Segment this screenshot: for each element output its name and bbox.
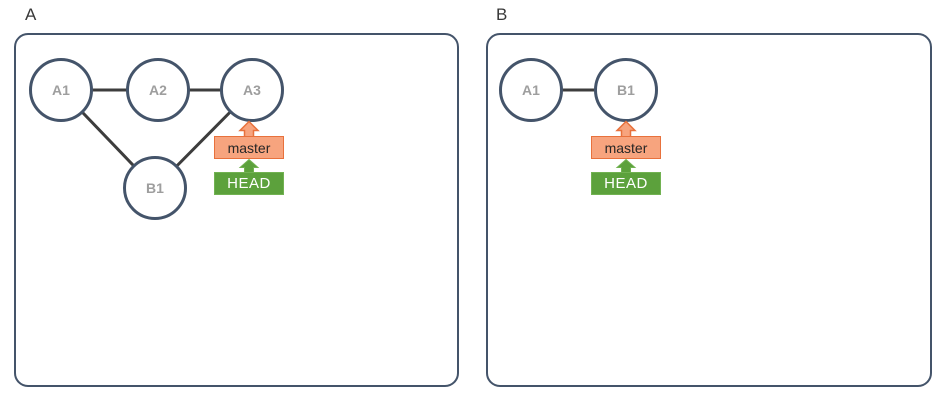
panel-b-label: B <box>496 5 508 24</box>
commit-node-label: A1 <box>522 82 540 98</box>
panel-b-frame: A1 B1 master HEAD <box>486 33 932 387</box>
commit-node-label: B1 <box>617 82 635 98</box>
master-branch-tag: master <box>591 136 661 159</box>
commit-node-a1: A1 <box>499 58 563 122</box>
panel-a-label: A <box>25 5 37 24</box>
commit-node-label: B1 <box>146 180 164 196</box>
commit-node-a1: A1 <box>29 58 93 122</box>
panel-a-frame: A1 A2 A3 B1 master HEAD <box>14 33 459 387</box>
commit-node-label: A3 <box>243 82 261 98</box>
head-tag: HEAD <box>214 172 284 195</box>
commit-node-label: A1 <box>52 82 70 98</box>
commit-node-b1: B1 <box>594 58 658 122</box>
commit-node-b1: B1 <box>123 156 187 220</box>
head-tag-label: HEAD <box>227 175 271 192</box>
head-tag: HEAD <box>591 172 661 195</box>
commit-node-a2: A2 <box>126 58 190 122</box>
commit-node-a3: A3 <box>220 58 284 122</box>
commit-node-label: A2 <box>149 82 167 98</box>
master-branch-tag: master <box>214 136 284 159</box>
master-branch-tag-label: master <box>227 139 271 156</box>
master-branch-tag-label: master <box>604 139 648 156</box>
head-tag-label: HEAD <box>604 175 648 192</box>
